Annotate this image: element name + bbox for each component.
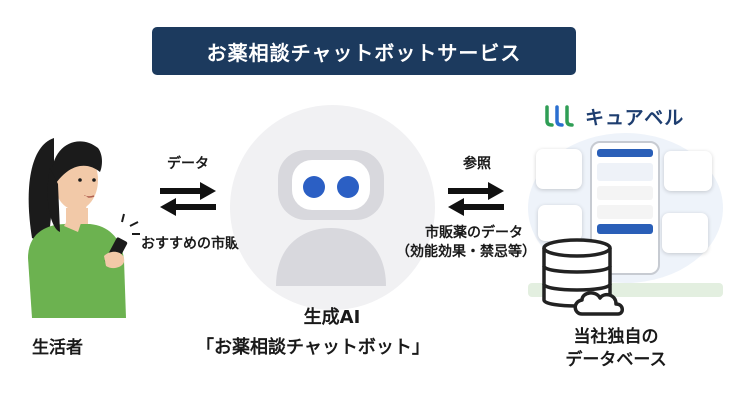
right-top-label: 参照 (463, 156, 491, 172)
ai-name-line2: 「お薬相談チャットボット」 (196, 337, 430, 358)
left-bottom-label: おすすめの市販薬 (141, 236, 253, 252)
robot-icon (276, 150, 386, 286)
phone-mockup (590, 141, 660, 275)
database-icon (542, 238, 624, 316)
left-exchange-arrows-icon (160, 182, 216, 216)
database-label-line2: データベース (565, 350, 667, 370)
brand-mark-icon (545, 105, 574, 127)
feature-card (536, 149, 582, 189)
brand-logo: キュアベル (543, 102, 684, 130)
feature-card (538, 205, 582, 241)
database-label-line1: 当社独自の (573, 327, 659, 347)
brand-name: キュアベル (585, 106, 685, 129)
person-illustration (28, 138, 140, 318)
user-label: 生活者 (32, 338, 83, 358)
feature-card (662, 213, 708, 253)
page-title: お薬相談チャットボットサービス (152, 27, 576, 75)
right-bottom-line2: （効能効果・禁忌等） (396, 244, 536, 260)
feature-card (664, 151, 712, 191)
right-exchange-arrows-icon (448, 182, 504, 216)
ai-name-line1: 生成AI (303, 307, 361, 328)
right-bottom-line1: 市販薬のデータ (425, 225, 523, 241)
left-top-label: データ (167, 156, 209, 172)
